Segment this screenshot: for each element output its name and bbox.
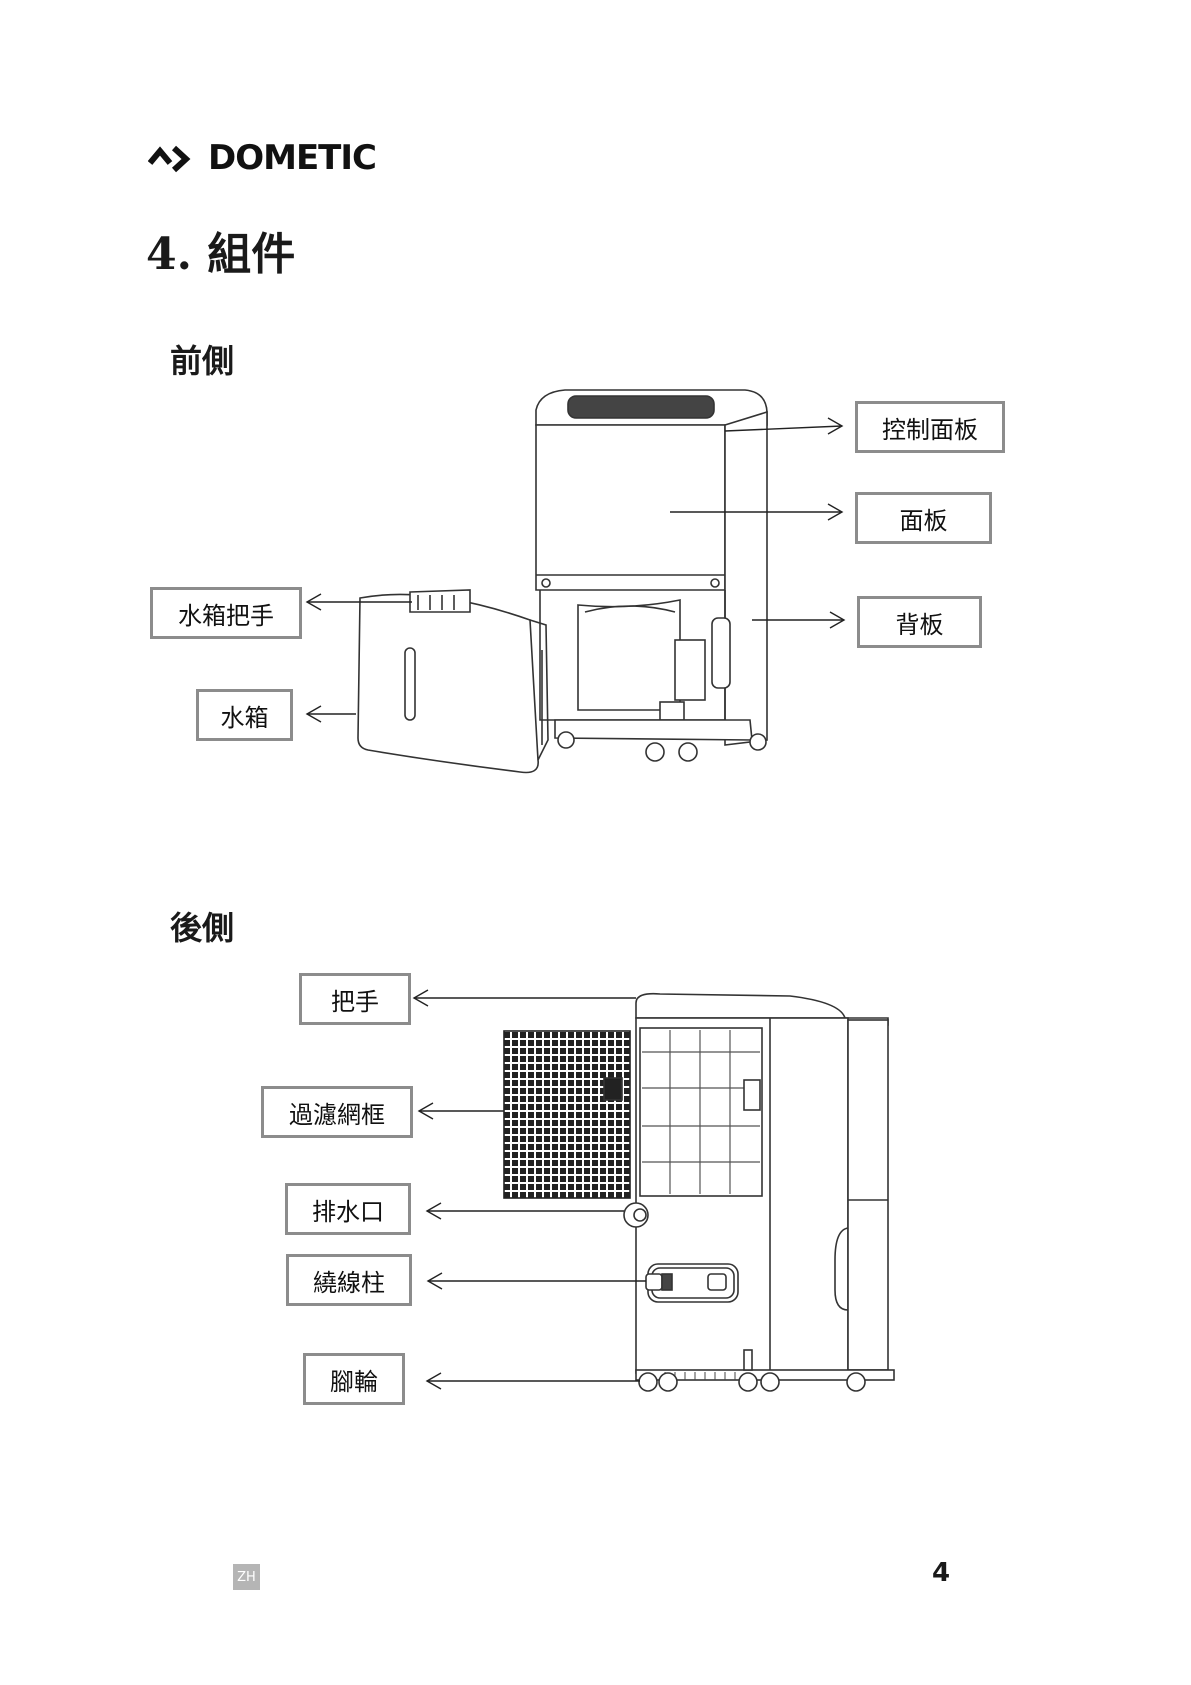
label-filter-frame: 過濾網框	[261, 1086, 413, 1138]
label-casters: 腳輪	[303, 1353, 405, 1405]
label-control-panel: 控制面板	[855, 401, 1005, 453]
page-number: 4	[932, 1558, 950, 1588]
language-badge: ZH	[233, 1564, 260, 1590]
label-drain-outlet: 排水口	[285, 1183, 411, 1235]
label-cord-wrap: 繞線柱	[286, 1254, 412, 1306]
label-panel: 面板	[855, 492, 992, 544]
label-tank-handle: 水箱把手	[150, 587, 302, 639]
back-dehumidifier-illustration	[504, 994, 894, 1391]
label-back-panel: 背板	[857, 596, 982, 648]
front-dehumidifier-illustration	[358, 390, 767, 773]
label-water-tank: 水箱	[196, 689, 293, 741]
label-handle: 把手	[299, 973, 411, 1025]
